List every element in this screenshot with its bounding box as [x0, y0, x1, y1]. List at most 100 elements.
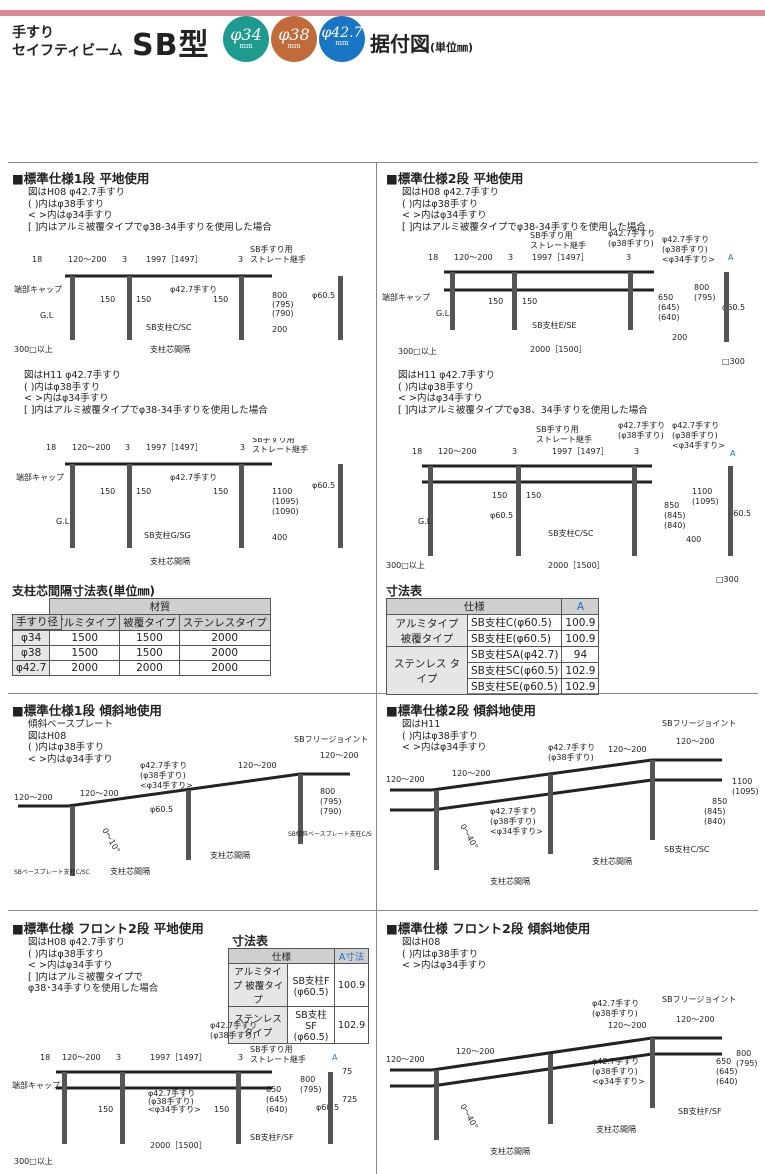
table1-col0-header: 手すり径: [12, 614, 62, 630]
drawing-std1-slope: SBフリージョイント 120～200 120～200 φ42.7手すり (φ38…: [14, 735, 372, 876]
section-std2-slope: ■標準仕様2段 傾斜地使用 図はH11 ( )内はφ38手すり < >内はφ34…: [386, 700, 536, 754]
label-phi38: (φ38手すり): [672, 430, 718, 440]
section-title: ■標準仕様1段 傾斜地使用: [12, 703, 162, 718]
label-phi34: <φ34手すり>: [592, 1076, 645, 1086]
dim-h800: 800: [300, 1075, 315, 1084]
label-span: 支柱芯間隔: [150, 556, 190, 566]
label-phi427: φ42.7手すり: [608, 228, 655, 238]
dim-h1095: (1095): [732, 787, 759, 796]
label-span: 支柱芯間隔: [490, 876, 530, 886]
page-title: 据付図(単位㎜): [370, 32, 474, 56]
dim-3: 3: [238, 1053, 243, 1062]
dim-3: 3: [508, 253, 513, 262]
label-phi427: φ42.7手すり: [140, 760, 187, 770]
label-phi38: (φ38手すり): [490, 816, 536, 826]
dim-3: 3: [626, 253, 631, 262]
table-row: ステンレス タイプ SB支柱SA(φ42.7) 94: [386, 646, 600, 695]
row-divider-2: [8, 693, 758, 694]
label-phi38: (φ38手すり): [548, 752, 594, 762]
header-material: 材質: [49, 598, 271, 615]
label-straight-joint: SB手すり用: [250, 1044, 293, 1054]
dim-h75: 75: [342, 1067, 352, 1076]
label-free-joint: SBフリージョイント: [662, 995, 736, 1004]
dim-h1100: 1100: [692, 487, 712, 496]
label-end-cap: 端部キャップ: [382, 292, 430, 302]
dim-150: 150: [522, 297, 537, 306]
dim-300: 300□以上: [14, 1157, 53, 1166]
dim-3: 3: [122, 255, 127, 264]
dim-150: 150: [214, 1105, 229, 1114]
dim-h1095: (1095): [692, 497, 719, 506]
header-line1: 手すり: [12, 25, 54, 41]
dim-1997: 1997［1497］: [532, 253, 589, 262]
dim-120-200: 120～200: [14, 793, 53, 802]
dim-h1090: (1090): [272, 507, 299, 516]
label-straight-joint: SB手すり用: [250, 244, 293, 254]
dim-2000: 2000［1500］: [530, 345, 587, 354]
dim-h795: (795): [320, 797, 342, 806]
label-phi427: φ42.7手すり: [210, 1020, 257, 1030]
dim-h200: 200: [672, 333, 687, 342]
dim-150: 150: [213, 487, 228, 496]
dim-120-200: 120～200: [386, 775, 425, 784]
row-divider-3: [8, 910, 758, 911]
dim-150: 150: [100, 487, 115, 496]
dim-120-200: 120～200: [452, 769, 491, 778]
section-title: ■標準仕様2段 平地使用: [386, 171, 524, 186]
note: ( )内はφ38手すり: [28, 198, 105, 210]
label-post: SB支柱F/SF: [678, 1106, 722, 1116]
dim-3: 3: [240, 443, 245, 452]
section-std1-flat-h11-notes: 図はH11 φ42.7手すり ( )内はφ38手すり < >内はφ34手すり […: [24, 370, 268, 416]
label-post: SB支柱C/SC: [664, 844, 710, 854]
label-end-cap: 端部キャップ: [12, 1080, 60, 1090]
label-base-plate: SBベースプレート支柱C/SC: [14, 868, 90, 876]
dim-3: 3: [116, 1053, 121, 1062]
label-end-cap: 端部キャップ: [16, 472, 64, 482]
table3-title: 寸法表: [232, 934, 269, 948]
dim-120-200: 120～200: [238, 761, 277, 770]
label-phi34: <φ34手すり>: [148, 1104, 201, 1114]
dim-phi605: φ60.5: [312, 481, 335, 490]
label-post: SB支柱C/SC: [146, 322, 192, 332]
dim-h645: (645): [716, 1067, 738, 1076]
dim-300: 300□以上: [386, 561, 425, 570]
dim-300-square: □300: [722, 357, 745, 366]
drawing-front2-flat: φ42.7手すり (φ38手すり) 18 120～200 3 1997［1497…: [12, 1020, 357, 1166]
dim-phi605: φ60.5: [150, 805, 173, 814]
header-category: 手すり セイフティビーム: [12, 24, 123, 60]
table-row: SB支柱SE(φ60.5) 102.9: [387, 678, 600, 695]
section-title: ■標準仕様 フロント2段 傾斜地使用: [386, 921, 591, 936]
row-divider-1: [8, 162, 758, 163]
label-phi38: (φ38手すり): [592, 1066, 638, 1076]
dim-300: 300□以上: [398, 347, 437, 356]
dim-150: 150: [136, 295, 151, 304]
table-row: アルミタイプ 被覆タイプ SB支柱C(φ60.5) 100.9: [386, 614, 600, 647]
table-row: SB支柱E(φ60.5) 100.9: [387, 630, 600, 647]
label-phi427: φ42.7手すり: [148, 1088, 195, 1098]
dim-h1100: 1100: [272, 487, 292, 496]
label-phi427: φ42.7手すり: [490, 806, 537, 816]
section-std2-flat-h11-notes: 図はH11 φ42.7手すり ( )内はφ38手すり < >内はφ34手すり […: [398, 370, 648, 416]
table-row: φ34 1500 1500 2000: [11, 630, 271, 646]
label-phi427: φ42.7手すり: [170, 284, 217, 294]
dim-120-200: 120～200: [676, 1015, 715, 1024]
label-straight-joint2: ストレート継手: [530, 240, 586, 250]
dim-120-200: 120～200: [386, 1055, 425, 1064]
label-gl: G.L: [40, 311, 54, 320]
label-post: SB支柱E/SE: [532, 320, 576, 330]
dim-h850: 850: [664, 501, 679, 510]
label-post: SB支柱G/SG: [144, 530, 191, 540]
dim-h800: 800: [694, 283, 709, 292]
label-phi427: φ42.7手すり: [592, 998, 639, 1008]
label-phi38: (φ38手すり): [608, 238, 654, 248]
dim-120-200: 120～200: [456, 1047, 495, 1056]
dim-h790: (790): [272, 309, 294, 318]
drawing-std1-flat-h08: 18 120～200 3 1997［1497］ 3 SB手すり用 ストレート継手…: [14, 244, 343, 354]
drawing-std2-flat-h08: 18 120～200 3 1997［1497］ 3 SB手すり用 ストレート継手…: [382, 228, 745, 366]
dim-h840: (840): [664, 521, 686, 530]
dimension-table-front: 仕様 A寸法 アルミタイプ 被覆タイプ SB支柱F (φ60.5) 100.9 …: [228, 948, 370, 1044]
dim-150: 150: [100, 295, 115, 304]
dim-h640: (640): [716, 1077, 738, 1086]
dim-2000: 2000［1500］: [150, 1141, 207, 1150]
